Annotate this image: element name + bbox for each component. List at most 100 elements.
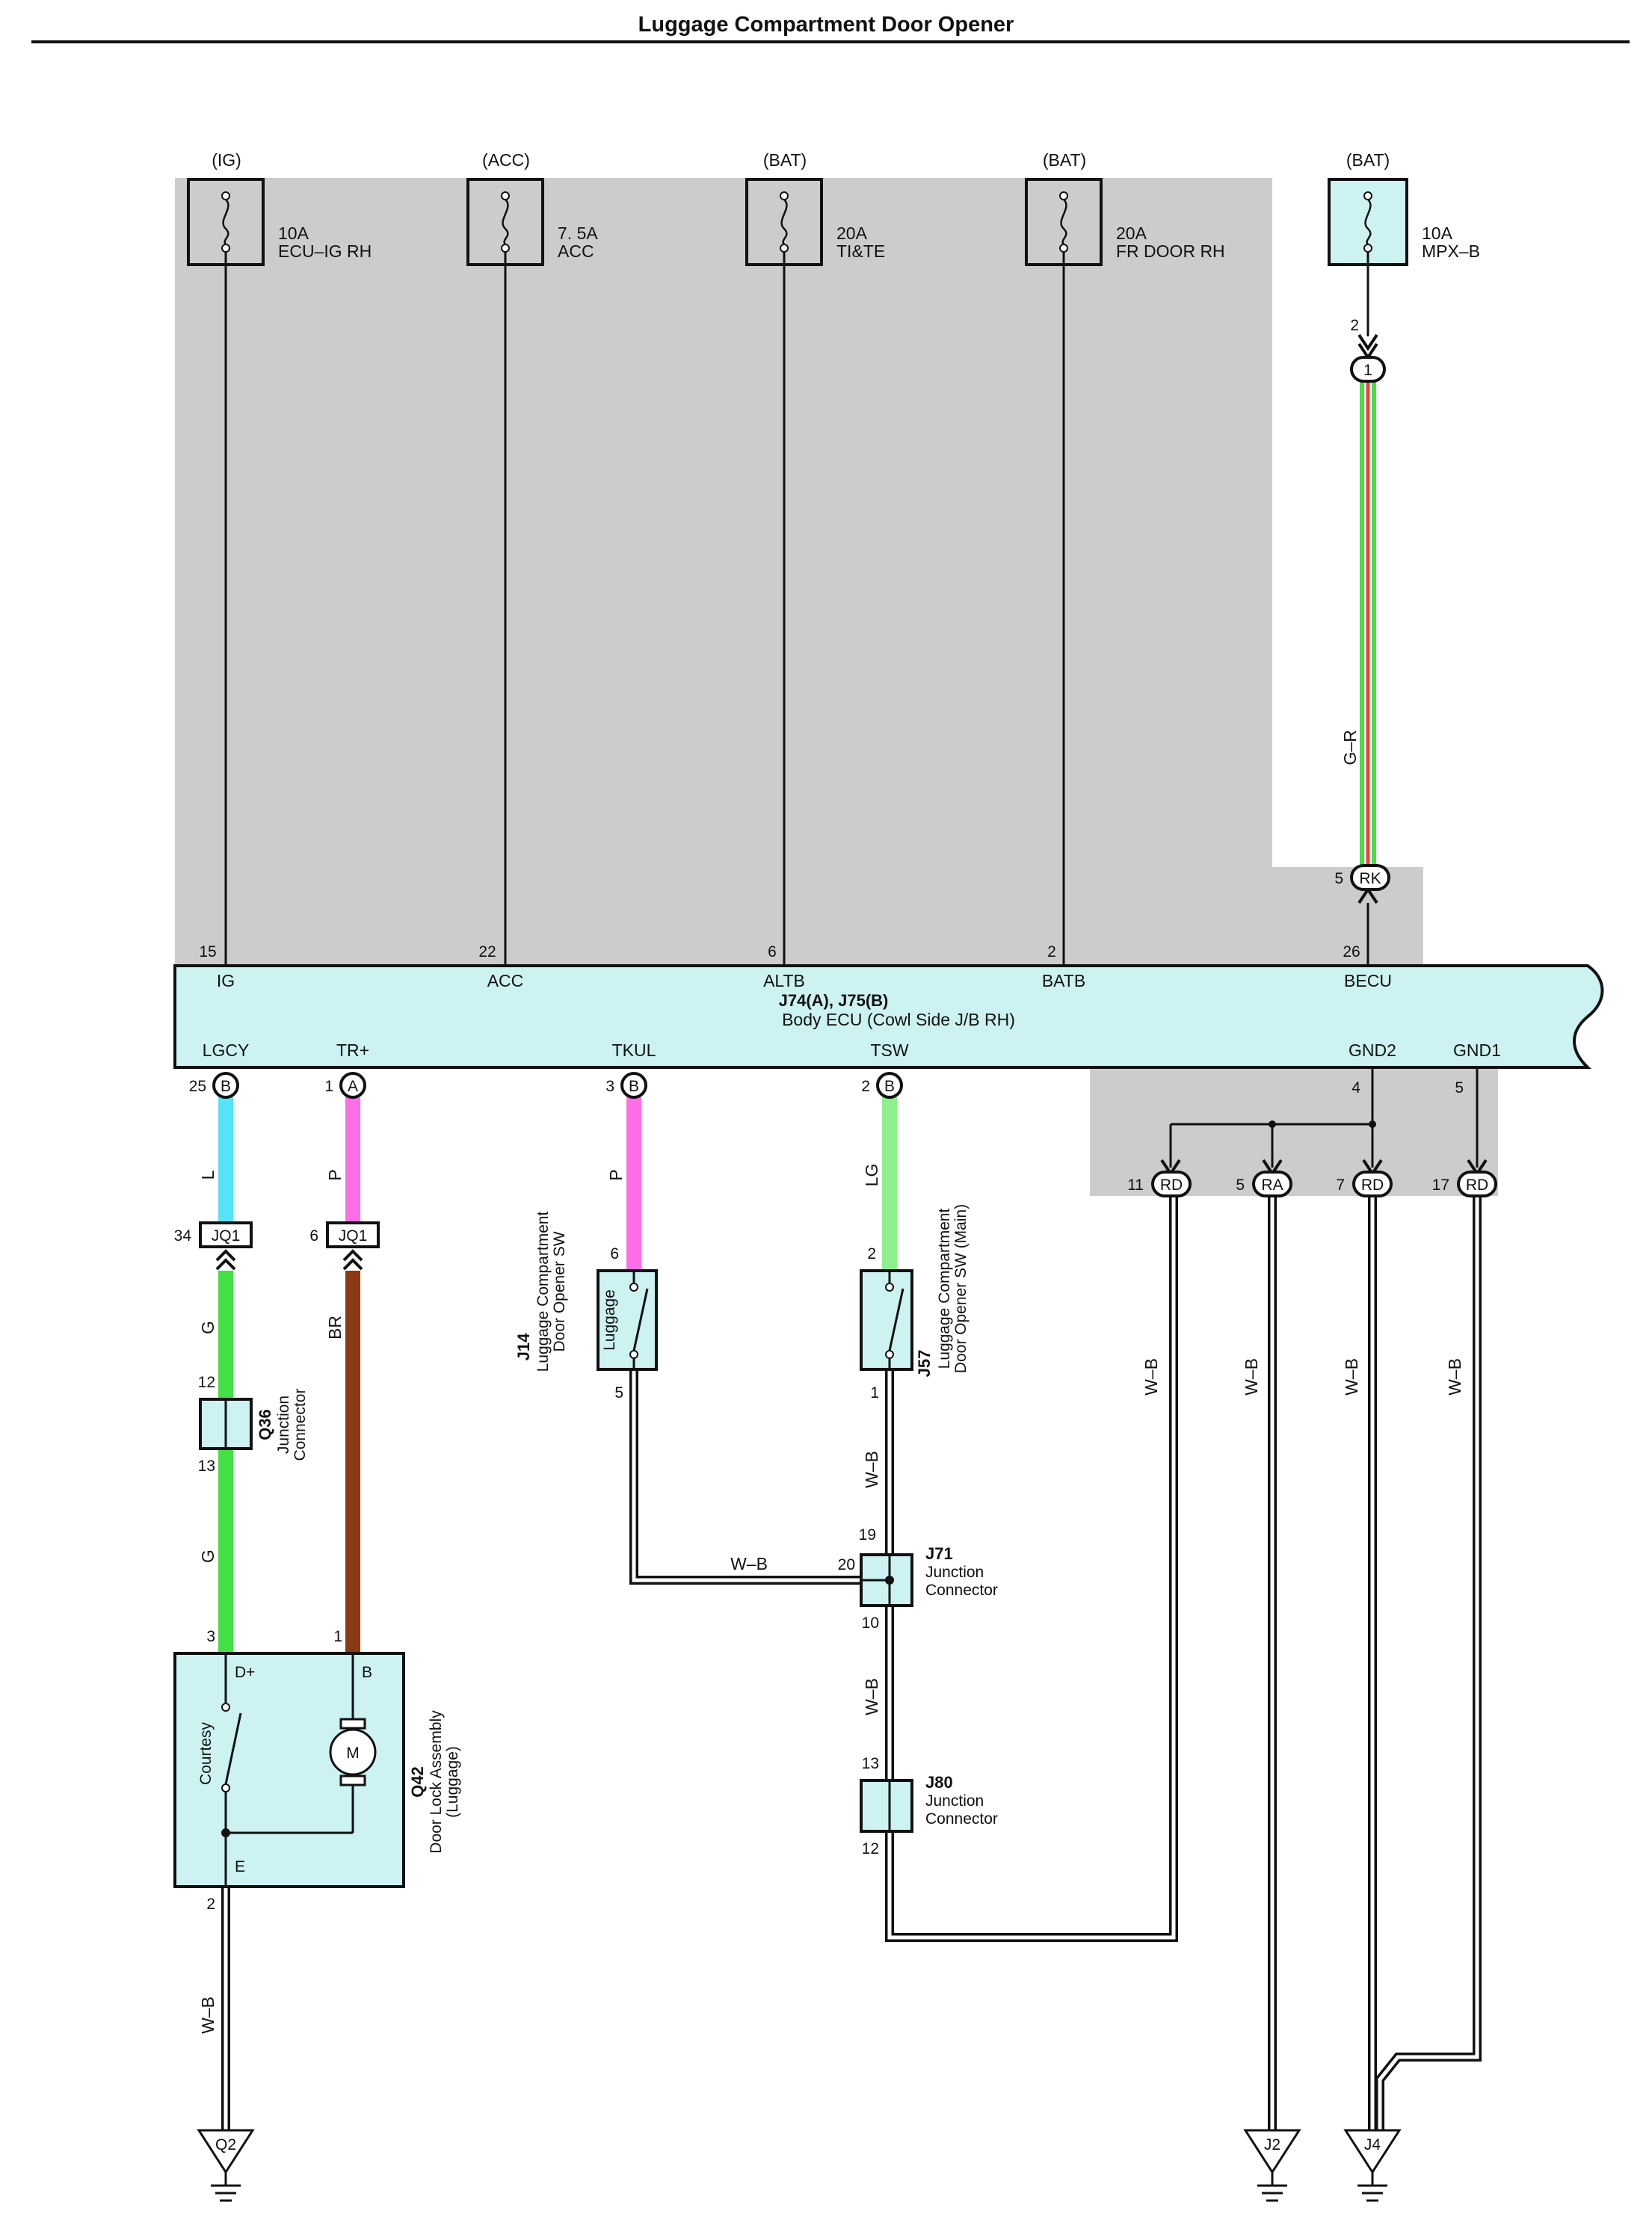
q42-id: Q42 <box>408 1766 427 1798</box>
q42-line1: Door Lock Assembly <box>428 1710 445 1854</box>
j80-pin-in: 13 <box>862 1755 879 1772</box>
ecu-pin-label: TR+ <box>336 1040 369 1060</box>
wire-label: W–B <box>1242 1358 1261 1396</box>
ground-label: J4 <box>1364 2136 1381 2153</box>
wire-label: W–B <box>198 1997 218 2034</box>
mpxb-pin: 2 <box>1350 317 1359 334</box>
ecu-pin-label: ALTB <box>763 971 805 990</box>
j57-id: J57 <box>915 1350 934 1378</box>
j71-line2: Connector <box>925 1582 998 1599</box>
fuse-amp: 10A <box>278 223 309 243</box>
wire-label: W–B <box>862 1678 881 1715</box>
connector-letter: A <box>348 1078 358 1095</box>
page-title: Luggage Compartment Door Opener <box>638 13 1014 37</box>
fuse-amp: 10A <box>1422 223 1453 243</box>
gnd-connector-label: RA <box>1261 1177 1283 1194</box>
ecu-name: Body ECU (Cowl Side J/B RH) <box>782 1010 1015 1029</box>
j71-pin: 10 <box>862 1615 879 1632</box>
ecu-bottom-connectors: B 25 A 1 B 3 B 2 <box>189 1072 903 1099</box>
shaded-area-top <box>175 178 1272 969</box>
gnd-connector-pin: 11 <box>1127 1177 1144 1194</box>
fuse-icon <box>222 199 229 245</box>
connector-arrow-icon <box>215 1249 236 1271</box>
ground-label: J2 <box>1264 2136 1280 2153</box>
jq1-pin: 6 <box>309 1227 318 1245</box>
q42-label-b: B <box>362 1664 372 1681</box>
gr-wire <box>1360 377 1376 872</box>
q36-line1: Junction <box>275 1396 292 1454</box>
fuse-amp: 7. 5A <box>558 223 598 243</box>
gnd-pin-num: 4 <box>1352 1079 1360 1097</box>
ground-bus: 4 5 RD 11 RA 5 RD 7 RD 17 <box>1127 1067 1497 1197</box>
fuse-icon <box>1060 199 1067 245</box>
j80-pin-out: 12 <box>862 1840 879 1857</box>
connector-pin: 3 <box>605 1078 614 1095</box>
fuse-amp: 20A <box>836 223 868 243</box>
wire-label: W–B <box>862 1451 881 1488</box>
motor-icon <box>329 1728 377 1776</box>
j71-pin: 19 <box>859 1526 876 1544</box>
switch-icon <box>632 1288 649 1351</box>
gnd-connector-pin: 17 <box>1432 1177 1449 1194</box>
ground-j4: J4 <box>1343 2129 1402 2202</box>
gr-wire-label: G–R <box>1340 730 1360 765</box>
ecu-pin-label: GND2 <box>1349 1040 1396 1060</box>
wire-label: BR <box>325 1316 345 1339</box>
connector-pin: 25 <box>189 1078 206 1095</box>
wire-label: L <box>198 1170 218 1180</box>
ecu-id: J74(A), J75(B) <box>779 991 889 1010</box>
switch-icon <box>888 1288 904 1351</box>
fuse-name: FR DOOR RH <box>1116 241 1225 261</box>
jq1-label: JQ1 <box>212 1227 241 1245</box>
switch-icon <box>224 1712 242 1785</box>
wire-label: G <box>198 1550 218 1563</box>
q42-pin: 2 <box>206 1896 215 1913</box>
jq1-pin: 34 <box>174 1227 192 1245</box>
wire-labels: L P P LG G BR G W–B W–B W–B W–B W–B W–B … <box>198 1164 1464 2034</box>
junction-dot-icon <box>885 1576 894 1585</box>
power-wires <box>224 252 1065 966</box>
q36-junction-connector: 12 13 Q36 Junction Connector <box>198 1374 309 1475</box>
wire-label: P <box>606 1169 626 1180</box>
wire-label: W–B <box>1445 1358 1464 1396</box>
body-ecu: 15 IG 22 ACC 6 ALTB 2 BATB 26 BECU J74(A… <box>173 943 1604 1069</box>
jq1-connectors: JQ1 34 JQ1 6 <box>174 1221 380 1271</box>
fuse-icon <box>1364 199 1372 245</box>
fuse-source-label: (BAT) <box>1043 150 1086 170</box>
q42-label-d: D+ <box>235 1664 255 1681</box>
fuse-name: ACC <box>558 241 594 261</box>
j57-main-switch: 2 1 J57 Luggage Compartment Door Opener … <box>860 1204 970 1402</box>
j57-line2: Door Opener SW (Main) <box>952 1204 970 1373</box>
q36-pin-in: 12 <box>198 1374 215 1391</box>
j57-pin-out: 1 <box>870 1384 879 1402</box>
ecu-pin-label: ACC <box>487 971 524 990</box>
fuse-icon <box>780 199 788 245</box>
wire-label: W–B <box>1342 1358 1361 1396</box>
q42-pin: 3 <box>206 1628 215 1645</box>
fuse-name: MPX–B <box>1422 241 1480 261</box>
wire-label: W–B <box>1141 1358 1161 1396</box>
fuse-source-label: (IG) <box>212 150 241 170</box>
fuse-source-label: (BAT) <box>763 150 807 170</box>
j80-id: J80 <box>925 1773 953 1792</box>
j71-pin: 20 <box>838 1556 855 1573</box>
j80-line2: Connector <box>925 1810 998 1828</box>
wb-wires <box>221 1196 1482 2130</box>
connector-pin: 1 <box>324 1078 333 1095</box>
j71-junction-connector: 19 20 10 J71 Junction Connector <box>838 1526 998 1632</box>
q42-inner-label: Courtesy <box>197 1721 215 1785</box>
j14-line2: Door Opener SW <box>551 1231 568 1351</box>
ground-q2: Q2 <box>197 2129 255 2202</box>
fuse-name: TI&TE <box>836 241 885 261</box>
j14-inner-label: Luggage <box>601 1289 618 1351</box>
rk-pin: 5 <box>1334 870 1343 887</box>
q36-id: Q36 <box>256 1409 274 1440</box>
ecu-pin-label: LGCY <box>203 1040 250 1060</box>
j80-junction-connector: 13 12 J80 Junction Connector <box>860 1755 998 1857</box>
shaded-area-rk <box>1271 867 1423 969</box>
connector-letter: B <box>629 1078 639 1095</box>
q36-pin-out: 13 <box>198 1458 215 1475</box>
connector-arrow-icon <box>342 1249 363 1271</box>
ecu-pin-label: TSW <box>870 1040 908 1060</box>
